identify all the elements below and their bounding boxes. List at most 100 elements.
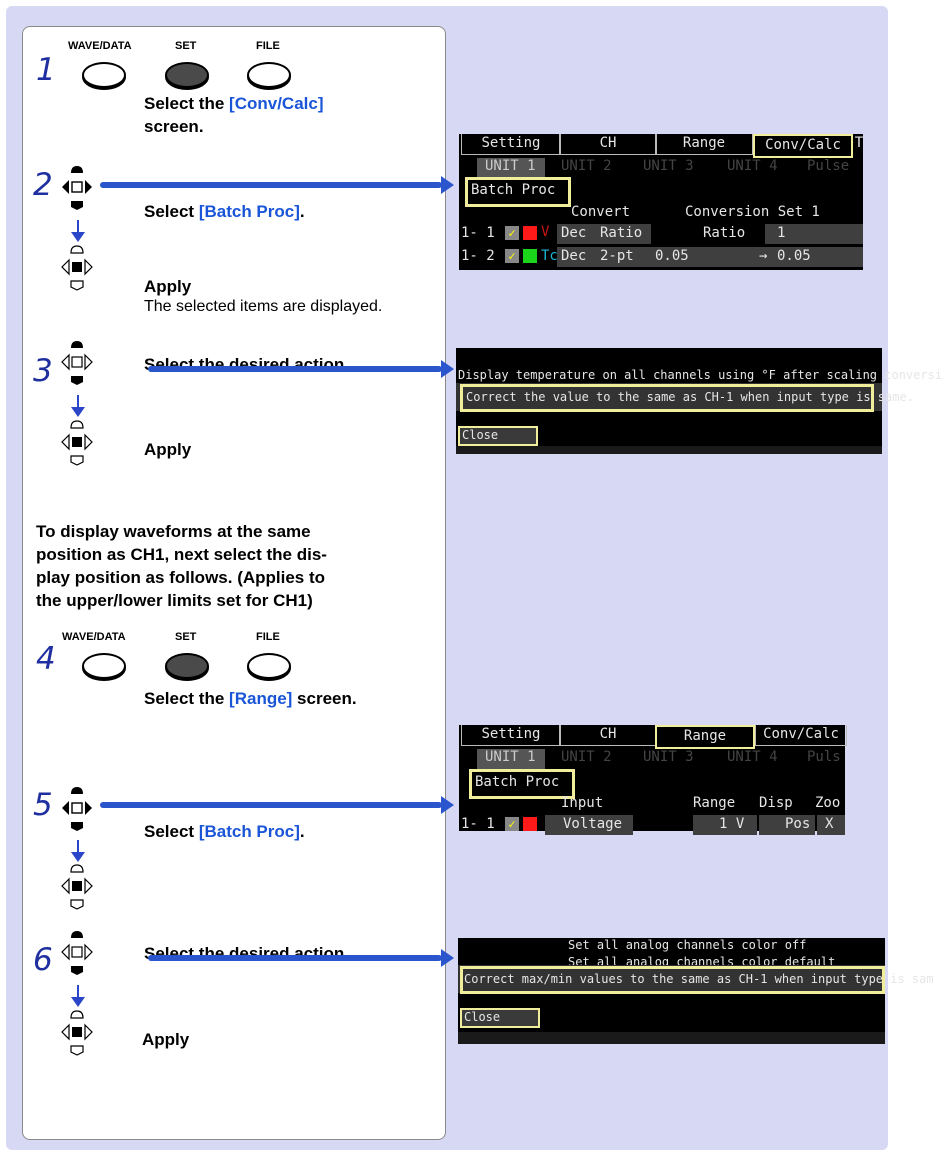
file-key[interactable]: [247, 62, 291, 88]
instruction-panel: [22, 26, 446, 1140]
close-button[interactable]: Close: [462, 428, 499, 442]
row2-mode[interactable]: 2-pt: [600, 248, 634, 264]
dpad-apply-icon: [61, 1010, 93, 1056]
set-key-label: SET: [175, 40, 197, 52]
row1-range[interactable]: 1 V: [719, 816, 745, 832]
menu-item-color-off[interactable]: Set all analog channels color off: [568, 938, 807, 952]
set-key[interactable]: [165, 653, 209, 679]
row2-value-1[interactable]: 0.05: [655, 248, 689, 264]
unit-3-tab[interactable]: UNIT 3: [643, 749, 694, 765]
voltage-icon: V: [541, 224, 550, 240]
arrow-right-icon: →: [759, 248, 768, 264]
red-color-swatch[interactable]: [523, 817, 537, 831]
tab-range[interactable]: Range: [655, 725, 755, 749]
range-screenshot: Setting CH Range Conv/Calc UNIT 1 UNIT 2…: [459, 725, 847, 835]
step-3-number: 3: [33, 353, 53, 389]
set-key[interactable]: [165, 62, 209, 88]
step-1-instruction: Select the [Conv/Calc]: [144, 94, 324, 113]
green-color-swatch[interactable]: [523, 249, 537, 263]
tab-ch[interactable]: CH: [559, 725, 657, 746]
conv-calc-screenshot: Setting CH Range Conv/Calc T UNIT 1 UNIT…: [459, 134, 863, 270]
col-input: Input: [561, 795, 604, 811]
wave-data-key[interactable]: [82, 62, 126, 88]
row2-value-2[interactable]: 0.05: [777, 248, 811, 264]
tab-setting[interactable]: Setting: [461, 134, 561, 155]
file-key-label: FILE: [256, 40, 280, 52]
wave-data-key-label: WAVE/DATA: [62, 631, 126, 643]
col-convert: Convert: [571, 204, 631, 220]
pulse-tab[interactable]: Pulse: [807, 158, 850, 174]
row1-value[interactable]: 1: [777, 225, 786, 241]
menu-item-temp[interactable]: Display temperature on all channels usin…: [458, 368, 942, 382]
row-ch-1-2: 1- 2: [461, 248, 495, 264]
col-range: Range: [693, 795, 736, 811]
col-disp: Disp: [759, 795, 793, 811]
row1-zoom[interactable]: X: [825, 816, 834, 832]
batch-proc-button[interactable]: Batch Proc: [475, 774, 560, 790]
batch-proc-button[interactable]: Batch Proc: [471, 182, 556, 198]
tab-ch[interactable]: CH: [559, 134, 657, 155]
unit-2-tab[interactable]: UNIT 2: [561, 158, 612, 174]
check-icon[interactable]: ✓: [505, 817, 519, 831]
arrow-to-batch-proc: [100, 176, 454, 194]
unit-1-tab[interactable]: UNIT 1: [485, 749, 536, 765]
unit-3-tab[interactable]: UNIT 3: [643, 158, 694, 174]
conv-calc-screen-ref: [Conv/Calc]: [229, 94, 324, 113]
step-1-number: 1: [36, 52, 56, 88]
row1-disp[interactable]: Pos: [785, 816, 811, 832]
menu-item-correct-value[interactable]: Correct the value to the same as CH-1 wh…: [466, 390, 914, 404]
tab-conv-calc[interactable]: Conv/Calc: [753, 134, 853, 158]
unit-2-tab[interactable]: UNIT 2: [561, 749, 612, 765]
step-2-select: Select [Batch Proc].: [144, 202, 305, 221]
step-6-action: Select the desired action.: [144, 944, 350, 963]
step-4-instruction: Select the [Range] screen.: [144, 689, 357, 708]
set-key-label: SET: [175, 631, 197, 643]
row1-label: Ratio: [703, 225, 746, 241]
step-5-number: 5: [33, 787, 53, 823]
row-ch-1-1: 1- 1: [461, 225, 495, 241]
step-2-note: The selected items are displayed.: [144, 298, 383, 315]
wave-data-key-label: WAVE/DATA: [68, 40, 132, 52]
unit-4-tab[interactable]: UNIT 4: [727, 158, 778, 174]
row-ch-1-1: 1- 1: [461, 816, 495, 832]
dpad-apply-icon: [61, 245, 93, 291]
close-button[interactable]: Close: [464, 1010, 501, 1024]
unit-4-tab[interactable]: UNIT 4: [727, 749, 778, 765]
row1-mode[interactable]: Ratio: [600, 225, 643, 241]
batch-proc-ref: [Batch Proc]: [198, 822, 300, 841]
batch-menu-screenshot: Display temperature on all channels usin…: [456, 348, 942, 454]
arrow-to-correct-max-min: [148, 949, 454, 967]
red-color-swatch[interactable]: [523, 226, 537, 240]
unit-1-tab[interactable]: UNIT 1: [485, 158, 536, 174]
tab-setting[interactable]: Setting: [461, 725, 561, 746]
step-1-instruction-line2: screen.: [144, 117, 204, 136]
file-key[interactable]: [247, 653, 291, 679]
thermocouple-label: Tc: [541, 248, 558, 264]
batch-proc-ref: [Batch Proc]: [198, 202, 300, 221]
step-4-number: 4: [36, 641, 56, 677]
menu-item-correct-max-min[interactable]: Correct max/min values to the same as CH…: [464, 972, 934, 986]
row1-input[interactable]: Voltage: [563, 816, 623, 832]
row2-dec[interactable]: Dec: [561, 248, 587, 264]
paragraph-line-3: play position as follows. (Applies to: [36, 568, 326, 587]
arrow-to-batch-proc-range: [100, 796, 454, 814]
tab-t[interactable]: T: [854, 135, 864, 151]
step-2-number: 2: [33, 167, 53, 203]
check-icon[interactable]: ✓: [505, 226, 519, 240]
down-arrow-icon: [71, 220, 85, 242]
col-conversion-set: Conversion Set 1: [685, 204, 820, 220]
row1-dec[interactable]: Dec: [561, 225, 587, 241]
wave-data-key[interactable]: [82, 653, 126, 679]
dpad-left-right-icon: [62, 166, 92, 210]
tab-conv-calc[interactable]: Conv/Calc: [755, 725, 847, 746]
check-icon[interactable]: ✓: [505, 249, 519, 263]
tab-range[interactable]: Range: [655, 134, 753, 155]
down-arrow-icon: [71, 985, 85, 1007]
down-arrow-icon: [71, 395, 85, 417]
dpad-up-down-icon: [61, 341, 93, 385]
paragraph-line-1: To display waveforms at the same: [36, 522, 311, 541]
pulse-tab[interactable]: Puls: [807, 749, 841, 765]
range-screen-ref: [Range]: [229, 689, 293, 708]
step-3-action: Select the desired action.: [144, 355, 350, 374]
range-batch-menu-screenshot: Set all analog channels color off Set al…: [458, 938, 934, 1044]
